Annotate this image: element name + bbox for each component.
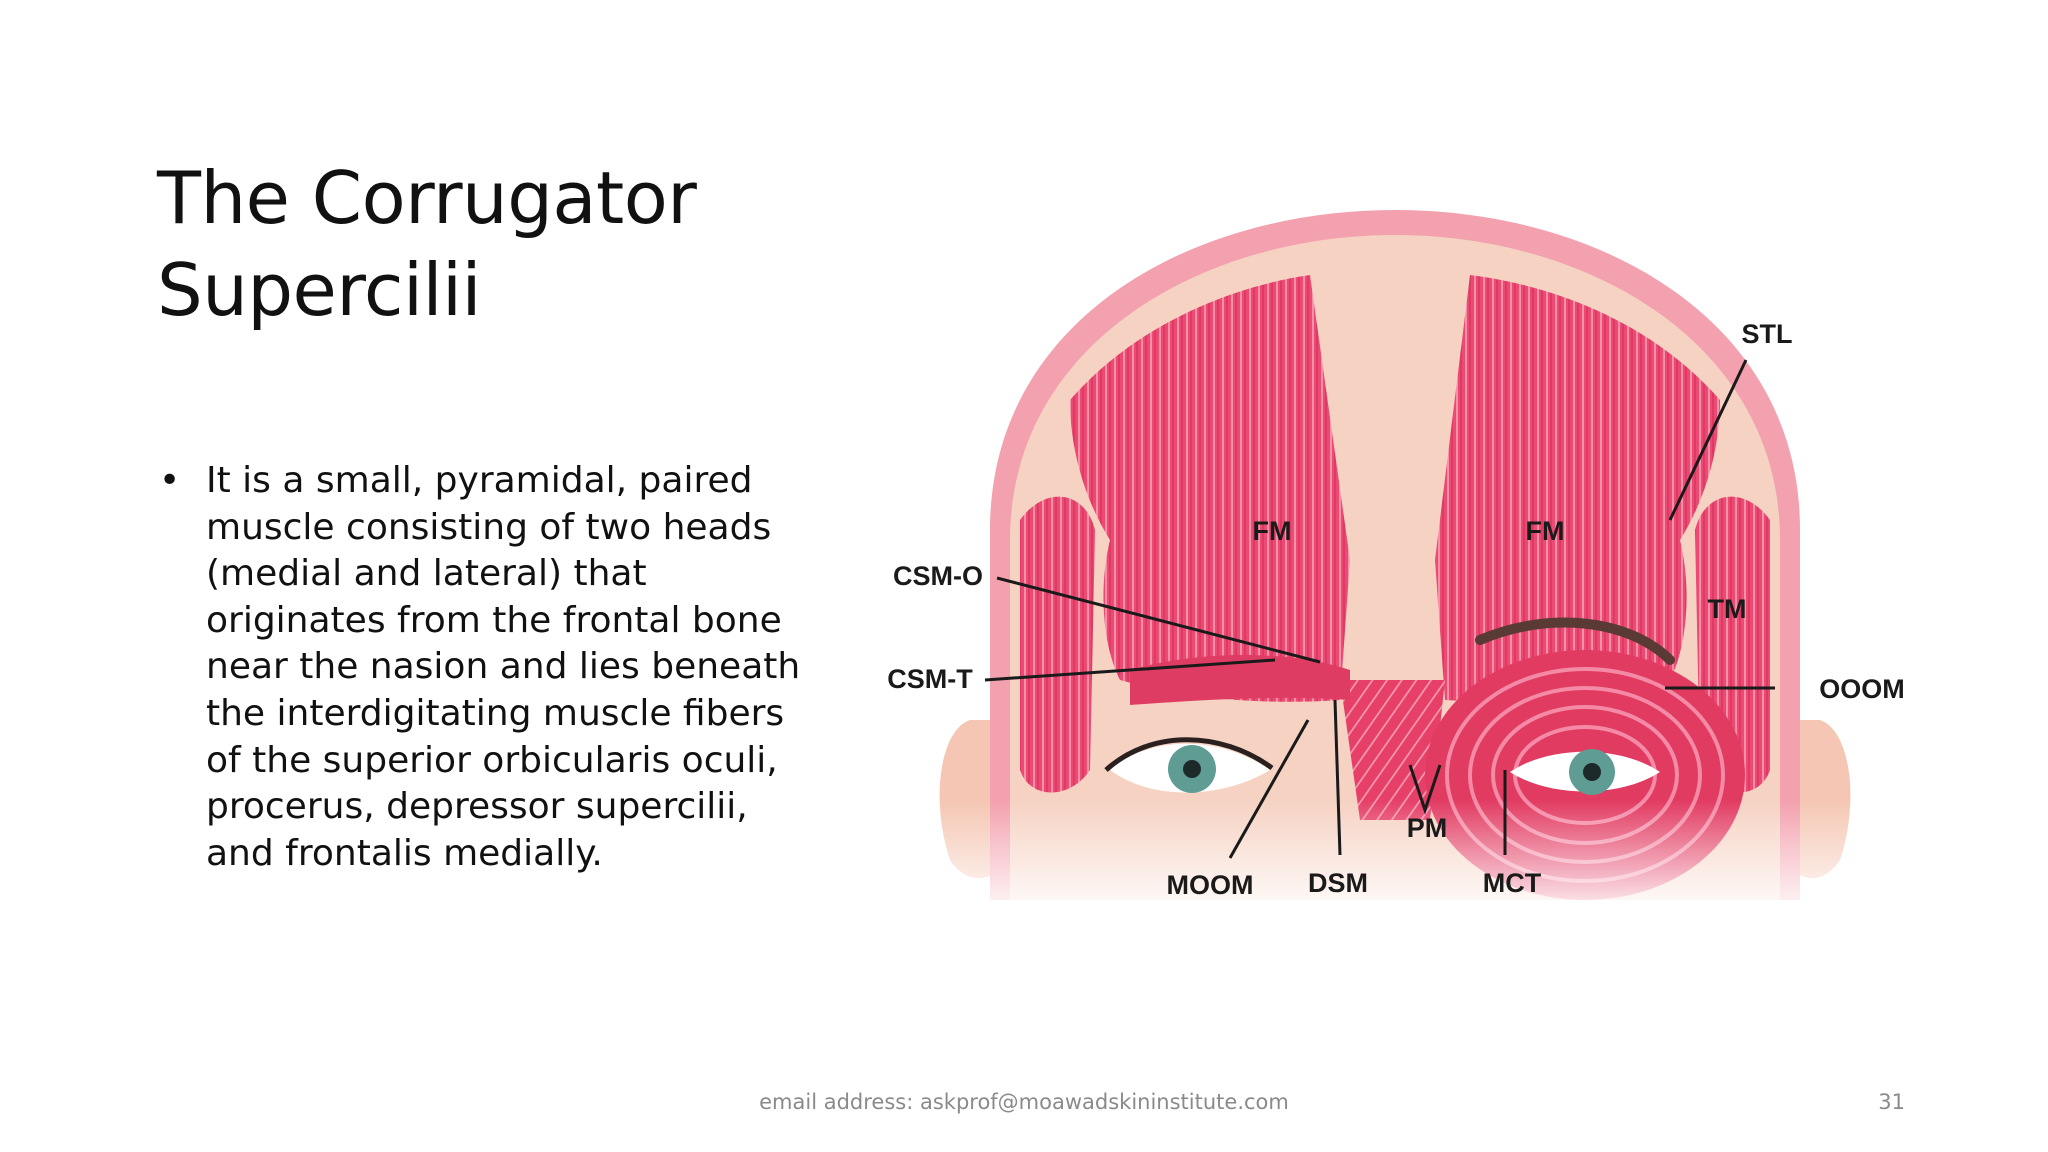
bullet-line: (medial and lateral) that xyxy=(206,553,647,595)
bullet-line: procerus, depressor supercilii, xyxy=(206,786,748,828)
label-csm-o: CSM-O xyxy=(893,561,983,591)
bullet-line: originates from the frontal bone xyxy=(206,599,782,641)
label-dsm: DSM xyxy=(1308,868,1368,898)
left-pupil xyxy=(1183,760,1201,778)
slide-title: The Corrugator Supercilii xyxy=(157,152,877,336)
footer-email: email address: askprof@moawadskininstitu… xyxy=(759,1090,1289,1114)
right-frontalis xyxy=(1435,275,1720,702)
bullet-line: near the nasion and lies beneath xyxy=(206,646,801,688)
bullet-item: • It is a small, pyramidal, paired muscl… xyxy=(157,458,807,877)
left-temporalis xyxy=(1020,496,1095,793)
bullet-line: muscle consisting of two heads xyxy=(206,506,772,548)
bullet-text: It is a small, pyramidal, paired muscle … xyxy=(206,458,807,877)
right-pupil xyxy=(1583,763,1601,781)
label-csm-t: CSM-T xyxy=(887,664,973,694)
left-frontalis xyxy=(1070,275,1350,702)
bullet-line: and frontalis medially. xyxy=(206,832,603,874)
title-line: The Corrugator xyxy=(157,156,697,240)
left-eyelashes xyxy=(1104,737,1274,772)
label-fm-left: FM xyxy=(1253,516,1292,546)
label-pm: PM xyxy=(1407,813,1448,843)
bullet-marker: • xyxy=(159,460,181,501)
bullet-list: • It is a small, pyramidal, paired muscl… xyxy=(157,458,807,877)
title-line: Supercilii xyxy=(157,248,481,332)
procerus xyxy=(1340,680,1445,820)
label-stl: STL xyxy=(1742,319,1793,349)
bullet-line: the interdigitating muscle fibers xyxy=(206,692,785,734)
label-tm: TM xyxy=(1708,594,1747,624)
leader-lines xyxy=(984,359,1775,859)
label-moom: MOOM xyxy=(1167,870,1254,900)
label-fm-right: FM xyxy=(1526,516,1565,546)
label-mct: MCT xyxy=(1483,868,1542,898)
bullet-line: It is a small, pyramidal, paired xyxy=(206,460,753,501)
bottom-fade xyxy=(870,800,1930,920)
label-ooom: OOOM xyxy=(1819,674,1905,704)
anatomy-figure: STL FM FM CSM-O CSM-T TM OOOM PM MOOM DS… xyxy=(870,200,1930,920)
bullet-line: of the superior orbicularis oculi, xyxy=(206,739,778,781)
anatomy-illustration: STL FM FM CSM-O CSM-T TM OOOM PM MOOM DS… xyxy=(870,210,1930,920)
page-number: 31 xyxy=(1878,1090,1905,1114)
right-eyebrow xyxy=(1475,617,1675,665)
